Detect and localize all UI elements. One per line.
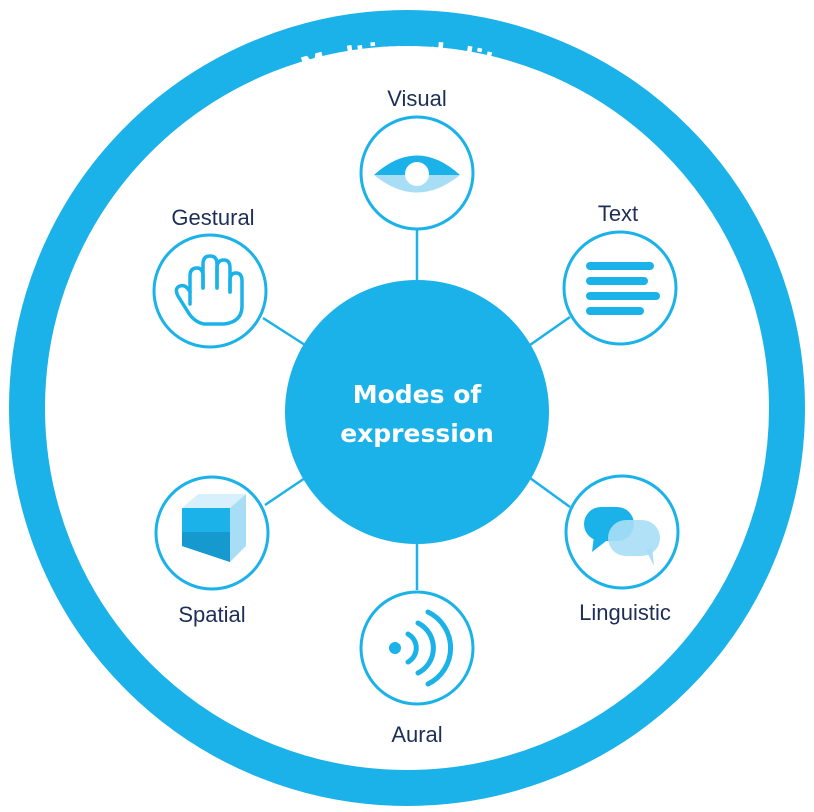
hand-icon: [174, 254, 244, 326]
mode-visual: Visual: [359, 86, 475, 231]
connector-spatial: [264, 476, 306, 507]
mode-text: Text: [562, 201, 678, 346]
speech-bubbles-icon: [584, 507, 660, 566]
center-title-line1: Modes of: [353, 380, 483, 409]
mode-spatial: Spatial: [154, 475, 270, 627]
mode-linguistic: Linguistic: [564, 474, 680, 625]
connector-gestural: [262, 316, 306, 347]
text-lines-icon: [586, 262, 660, 315]
cube-icon: [182, 494, 246, 562]
mode-label-gestural: Gestural: [171, 205, 254, 230]
mode-gestural: Gestural: [152, 205, 268, 349]
mode-label-aural: Aural: [391, 722, 442, 747]
sound-waves-icon: [389, 609, 453, 687]
mode-label-visual: Visual: [387, 86, 447, 111]
mode-label-text: Text: [598, 201, 638, 226]
eye-icon: [374, 155, 460, 193]
center-title-line2: expression: [340, 419, 494, 448]
connector-linguistic: [529, 476, 571, 509]
mode-label-spatial: Spatial: [178, 602, 245, 627]
connector-text: [529, 315, 571, 347]
mode-aural: Aural: [359, 590, 475, 747]
multimodality-ring: [9, 10, 805, 806]
connector-lines: [262, 230, 571, 590]
center-circle: [285, 280, 549, 544]
mode-label-linguistic: Linguistic: [579, 600, 671, 625]
